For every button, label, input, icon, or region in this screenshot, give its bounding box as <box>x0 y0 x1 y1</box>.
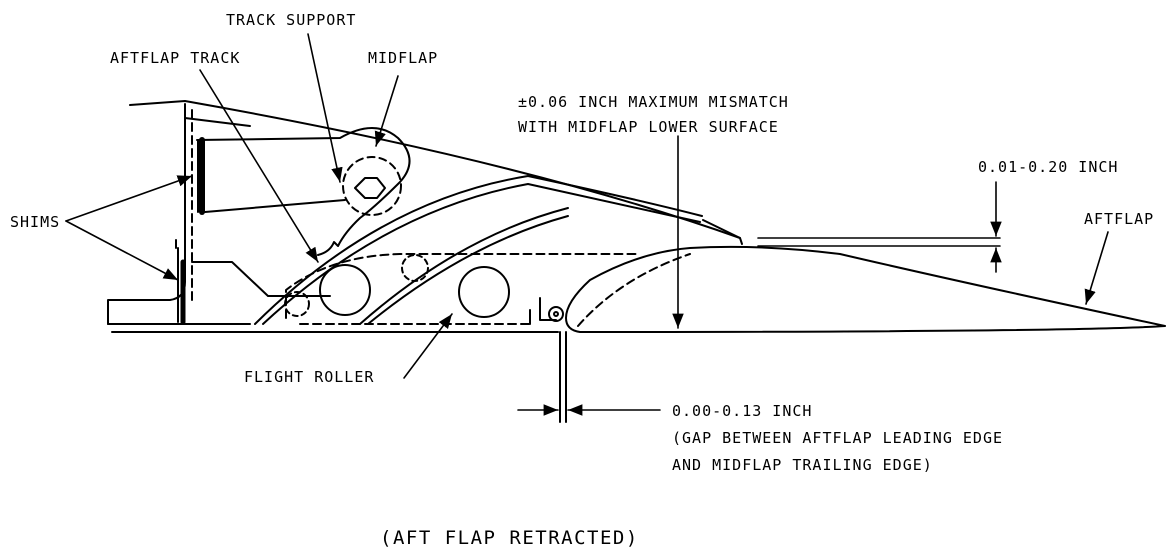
shims-label: SHIMS <box>10 213 61 231</box>
track-support-leader <box>308 34 343 182</box>
hinge-fitting <box>540 298 563 321</box>
flight-roller-label: FLIGHT ROLLER <box>244 368 375 386</box>
track-support <box>197 128 410 255</box>
flight-roller <box>459 267 509 317</box>
roller-solid-1 <box>320 265 370 315</box>
shim-blocks <box>176 240 330 322</box>
diagram-caption: (AFT FLAP RETRACTED) <box>380 527 639 549</box>
flight-roller-leader <box>404 314 452 378</box>
track-support-label: TRACK SUPPORT <box>226 11 357 29</box>
aftflap-leader <box>1084 232 1108 304</box>
midflap-leader <box>374 76 398 146</box>
shims-leader-lower <box>66 221 178 280</box>
rollers <box>285 254 640 324</box>
dimension-lines <box>518 136 1002 416</box>
aftflap-track-label: AFTFLAP TRACK <box>110 49 241 67</box>
mismatch-label-line1: ±0.06 INCH MAXIMUM MISMATCH <box>518 93 789 111</box>
label-leaders <box>66 34 1108 378</box>
shims-leader-upper <box>66 176 192 221</box>
midflap-label: MIDFLAP <box>368 49 439 67</box>
gap-le-label-line3: AND MIDFLAP TRAILING EDGE) <box>672 456 933 474</box>
gap-le-label-line1: 0.00-0.13 INCH <box>672 402 813 420</box>
aftflap-label: AFTFLAP <box>1084 210 1155 228</box>
aftflap-profile <box>566 247 1165 332</box>
gap-le-label-line2: (GAP BETWEEN AFTFLAP LEADING EDGE <box>672 429 1004 447</box>
mismatch-label-line2: WITH MIDFLAP LOWER SURFACE <box>518 118 779 136</box>
gap-top-dimension-label: 0.01-0.20 INCH <box>978 158 1119 176</box>
aftflap-track-leader <box>200 70 318 262</box>
